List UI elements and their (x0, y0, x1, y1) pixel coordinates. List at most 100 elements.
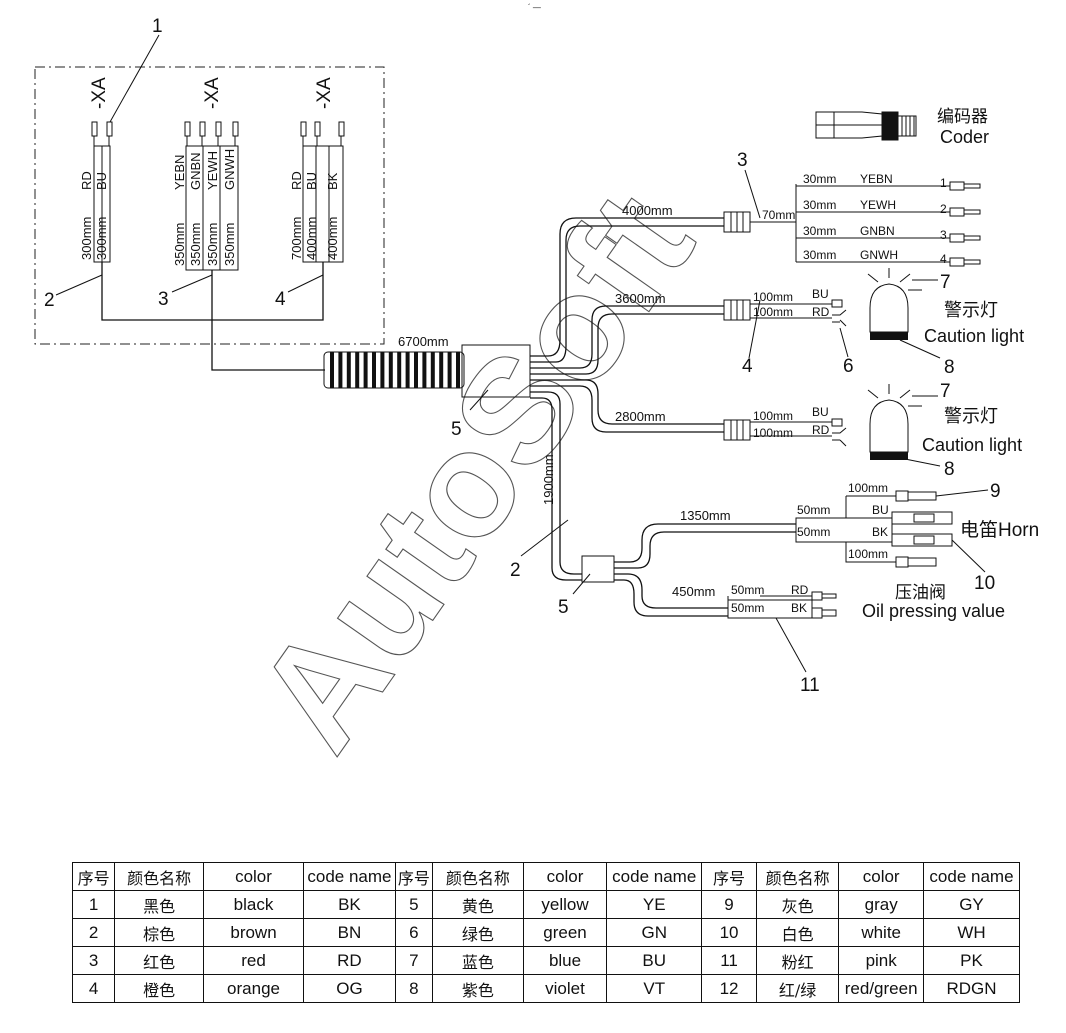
table-cell: black (202, 890, 305, 919)
oil-wire-code: RD (791, 583, 809, 597)
table-cell: 红色 (114, 946, 204, 975)
table-cell: OG (303, 974, 396, 1003)
wire-length: 350mm (205, 223, 220, 266)
table-cell: color (838, 862, 924, 891)
wire-length: 400mm (325, 217, 340, 260)
wire-code-yewh: YEWH (205, 151, 220, 190)
conduit-rib (422, 352, 427, 388)
wire-code-gnwh: GNWH (222, 149, 237, 190)
callout-7-b: 7 (940, 381, 951, 402)
length-horn-branch: 1350mm (680, 508, 731, 523)
group-left: -XA RD BU 300mm 300mm (79, 77, 113, 263)
table-cell: 黄色 (431, 890, 524, 919)
branch-cables (530, 217, 724, 581)
table-cell: 4 (71, 974, 116, 1003)
main-feed-wire (211, 270, 325, 371)
table-cell: white (838, 918, 924, 947)
xa-right-label: -XA (314, 77, 335, 109)
table-cell: PK (922, 946, 1021, 975)
table-cell: RD (303, 946, 396, 975)
wire-code-yebn: YEBN (172, 155, 187, 190)
group-right: -XA RD BU BK 700mm 400mm 400mm (289, 77, 345, 263)
table-cell: 绿色 (431, 918, 524, 947)
table-cell: violet (522, 974, 608, 1003)
horn-label: 电笛Horn (960, 519, 1039, 541)
conduit-rib (447, 352, 452, 388)
table-cell: orange (202, 974, 305, 1003)
conduit-rib (397, 352, 402, 388)
coder-wire-code: GNWH (860, 248, 898, 262)
callout-11: 11 (800, 675, 820, 696)
callout-1: 1 (152, 16, 163, 37)
coder-wire-length: 30mm (803, 172, 836, 186)
table-cell: 棕色 (114, 918, 204, 947)
light1-label-en: Caution light (924, 326, 1024, 346)
table-cell: pink (838, 946, 924, 975)
light1-label-cn: 警示灯 (944, 300, 998, 320)
table-cell: code name (606, 862, 703, 891)
light2-wire-code: BU (812, 405, 829, 419)
table-cell: 灰色 (755, 890, 840, 919)
table-cell: 序号 (394, 862, 433, 891)
conduit-rib (388, 352, 393, 388)
xa-mid-label: -XA (202, 77, 223, 109)
table-cell: 序号 (71, 862, 116, 891)
table-cell: 颜色名称 (114, 862, 204, 891)
light1-wire-length: 100mm (753, 305, 793, 319)
length-light2-branch: 2800mm (615, 409, 666, 424)
table-cell: 3 (71, 946, 116, 975)
table-cell: RDGN (922, 974, 1021, 1003)
table-cell: 10 (701, 918, 757, 947)
callout-4: 4 (275, 289, 286, 310)
light2-label-en: Caution light (922, 435, 1022, 455)
table-cell: YE (606, 890, 703, 919)
conduit-rib (363, 352, 368, 388)
oil-wire-code: BK (791, 601, 807, 615)
xa-left-label: -XA (89, 77, 110, 109)
callout-4-light: 4 (742, 356, 753, 377)
splice-block-lower (581, 555, 615, 583)
table-cell: 12 (701, 974, 757, 1003)
table-cell: red/green (838, 974, 924, 1003)
horn-wire-code: BK (872, 525, 888, 539)
table-cell: color (202, 862, 305, 891)
length-light1-branch: 3600mm (615, 291, 666, 306)
horn-wire-length: 50mm (797, 525, 830, 539)
callout-3: 3 (158, 289, 169, 310)
table-cell: 8 (394, 974, 433, 1003)
corrugated-conduit (323, 351, 465, 389)
coder-pin-number: 2 (940, 202, 947, 216)
callout-2: 2 (44, 290, 55, 311)
table-cell: 颜色名称 (431, 862, 524, 891)
callout-8: 8 (944, 357, 955, 378)
conduit-rib (346, 352, 351, 388)
coder-wire-length: 30mm (803, 224, 836, 238)
table-cell: 粉红 (755, 946, 840, 975)
conduit-rib (430, 352, 435, 388)
table-cell: 颜色名称 (755, 862, 840, 891)
conduit-rib (355, 352, 360, 388)
table-cell: brown (202, 918, 305, 947)
table-cell: code name (922, 862, 1021, 891)
table-cell: BK (303, 890, 396, 919)
callout-5: 5 (451, 419, 462, 440)
wire-length: 300mm (94, 217, 109, 260)
coder-wire-code: YEBN (860, 172, 893, 186)
coder-label-en: Coder (940, 127, 989, 147)
callout-7: 7 (940, 272, 951, 293)
coder-label-cn: 编码器 (937, 107, 988, 126)
callout-2-lower: 2 (510, 560, 521, 581)
coder-pin-number: 1 (940, 176, 947, 190)
callout-3-coder: 3 (737, 150, 748, 171)
horn-wire-length: 50mm (797, 503, 830, 517)
conduit-rib (439, 352, 444, 388)
horn-wire-code: BU (872, 503, 889, 517)
table-cell: color (522, 862, 608, 891)
conduit-rib (372, 352, 376, 388)
caution-light-2-icon (867, 384, 922, 460)
horn-junction (795, 517, 893, 543)
wire-length: 350mm (172, 223, 187, 266)
